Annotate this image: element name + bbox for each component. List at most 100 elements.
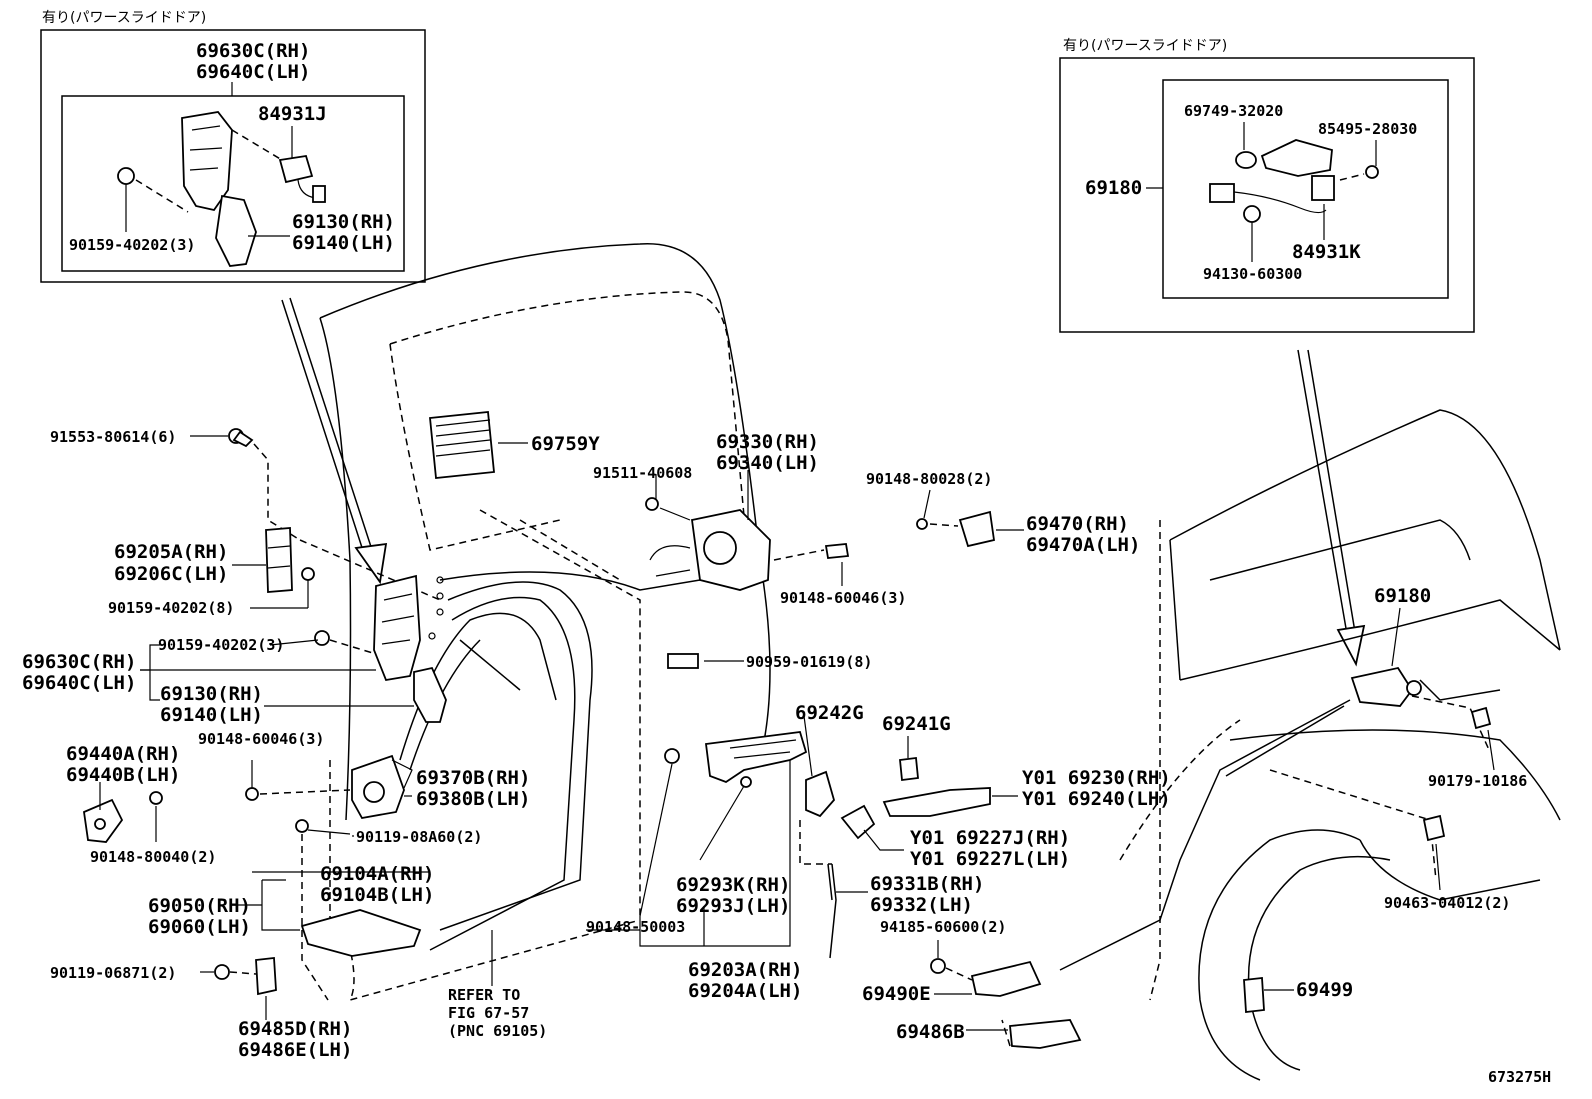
- label-69440a-rh: 69440A(RH): [66, 743, 180, 765]
- left-inset-screw-label: 90159-40202(3): [69, 236, 195, 254]
- label-69490e: 69490E: [862, 983, 931, 1005]
- label-69630c-lh: 69640C(LH): [22, 672, 136, 694]
- label-90119-08a60: 90119-08A60(2): [356, 828, 482, 846]
- label-90119-06871: 90119-06871(2): [50, 964, 176, 982]
- label-69130-lh: 69140(LH): [160, 704, 263, 726]
- left-inset-bracket-lh: 69140(LH): [292, 232, 395, 254]
- label-69330-rh: 69330(RH): [716, 431, 819, 453]
- part-69227j: [840, 804, 876, 840]
- label-69331b-rh: 69331B(RH): [870, 873, 984, 895]
- label-69104a-lh: 69104B(LH): [320, 884, 434, 906]
- inset-switch-bracket: [1260, 139, 1333, 177]
- label-90148-80028: 90148-80028(2): [866, 470, 992, 488]
- label-69180-main: 69180: [1374, 585, 1431, 607]
- label-90148-50003: 90148-50003: [586, 918, 685, 936]
- figure-id: 673275H: [1488, 1068, 1551, 1086]
- label-69630c-rh: 69630C(RH): [22, 651, 136, 673]
- left-inset-outer-frame: [40, 29, 426, 283]
- label-69440a-lh: 69440B(LH): [66, 764, 180, 786]
- right-inset: 有り(パワースライドドア) 69180 69749-32020 85495-28…: [1059, 38, 1475, 333]
- label-69203a-rh: 69203A(RH): [688, 959, 802, 981]
- part-69485d: [255, 957, 277, 996]
- vehicle-rear-outline: [1119, 409, 1561, 1081]
- label-69104a-rh: 69104A(RH): [320, 863, 434, 885]
- part-69759y: [429, 411, 495, 479]
- label-90148-60046-left: 90148-60046(3): [198, 730, 324, 748]
- label-69470-lh: 69470A(LH): [1026, 534, 1140, 556]
- label-69759y: 69759Y: [531, 433, 600, 455]
- label-90148-60046-main: 90148-60046(3): [780, 589, 906, 607]
- label-69293k-lh: 69293J(LH): [676, 895, 790, 917]
- label-69331b-lh: 69332(LH): [870, 894, 973, 916]
- label-69227j-lh: Y01 69227L(LH): [910, 848, 1070, 870]
- part-69230-handle: [882, 787, 991, 817]
- parts: [83, 411, 1492, 1049]
- left-inset-inner-frame: [61, 95, 405, 272]
- part-69486b-cover: [1009, 1019, 1082, 1049]
- part-69499-clip: [1243, 977, 1265, 1013]
- label-90179: 90179-10186: [1428, 772, 1527, 790]
- sliding-door-outline: [319, 243, 771, 1002]
- label-refer-line3: (PNC 69105): [448, 1022, 547, 1040]
- part-69242g: [805, 770, 835, 818]
- left-inset: 有り(パワースライドドア) 69630C(RH) 69640C(LH) 8493…: [40, 10, 426, 283]
- label-69370b-rh: 69370B(RH): [416, 767, 530, 789]
- left-inset-caption: 有り(パワースライドドア): [42, 10, 206, 26]
- label-69227j-rh: Y01 69227J(RH): [910, 827, 1070, 849]
- label-69499: 69499: [1296, 979, 1353, 1001]
- part-90463-clip: [1422, 814, 1446, 842]
- label-69242g: 69242G: [795, 702, 864, 724]
- label-94185: 94185-60600(2): [880, 918, 1006, 936]
- right-inset-screw-label: 85495-28030: [1318, 120, 1417, 138]
- label-69293k-rh: 69293K(RH): [676, 874, 790, 896]
- label-69050-rh: 69050(RH): [148, 895, 251, 917]
- label-refer-line2: FIG 67-57: [448, 1004, 529, 1022]
- part-69203a-frame: [704, 731, 808, 784]
- right-arrow-head: [1336, 624, 1366, 667]
- right-inset-inner-frame: [1162, 79, 1449, 299]
- callout-labels: 91553-80614(6) 69759Y 69330(RH) 69340(LH…: [22, 428, 1551, 1086]
- left-arrow-shaft: [281, 297, 375, 561]
- right-arrow-shaft: [1297, 349, 1357, 641]
- left-inset-bracket-rh: 69130(RH): [292, 211, 395, 233]
- part-90959-clamp: [667, 653, 699, 669]
- part-69470-striker: [958, 510, 996, 548]
- leader-lines: [140, 435, 1495, 1031]
- label-90159-3: 90159-40202(3): [158, 636, 284, 654]
- part-69205a-hinge: [265, 527, 293, 593]
- left-arrow-head: [354, 542, 388, 585]
- label-69050-lh: 69060(LH): [148, 916, 251, 938]
- label-69205a-lh: 69206C(LH): [114, 563, 228, 585]
- label-69485d-rh: 69485D(RH): [238, 1018, 352, 1040]
- label-69230-lh: Y01 69240(LH): [1022, 788, 1171, 810]
- label-90159-8: 90159-40202(8): [108, 599, 234, 617]
- right-inset-switch-label: 84931K: [1292, 241, 1361, 263]
- part-69490e: [970, 960, 1042, 997]
- label-69230-rh: Y01 69230(RH): [1022, 767, 1171, 789]
- label-69330-lh: 69340(LH): [716, 452, 819, 474]
- label-91511: 91511-40608: [593, 464, 692, 482]
- label-90959: 90959-01619(8): [746, 653, 872, 671]
- right-inset-assy-label: 69180: [1085, 177, 1142, 199]
- part-69630c-latch: [373, 574, 421, 682]
- right-inset-outer-frame: [1059, 57, 1475, 333]
- label-69205a-rh: 69205A(RH): [114, 541, 228, 563]
- left-inset-sub-assy-rh: 69630C(RH): [196, 40, 310, 62]
- right-inset-grommet-label: 94130-60300: [1203, 265, 1302, 283]
- label-refer-line1: REFER TO: [448, 986, 520, 1004]
- label-90148-80040: 90148-80040(2): [90, 848, 216, 866]
- latch-plate-part: [181, 111, 233, 212]
- label-69470-rh: 69470(RH): [1026, 513, 1129, 535]
- label-91553: 91553-80614(6): [50, 428, 176, 446]
- part-69130-bracket: [413, 666, 447, 723]
- left-inset-sub-assy-lh: 69640C(LH): [196, 61, 310, 83]
- inset-switch-part: [278, 154, 314, 184]
- part-69180-actuator: [1350, 666, 1414, 707]
- label-69130-rh: 69130(RH): [160, 683, 263, 705]
- part-90179-clip: [1470, 706, 1492, 730]
- label-69203a-lh: 69204A(LH): [688, 980, 802, 1002]
- label-69370b-lh: 69380B(LH): [416, 788, 530, 810]
- latch-bracket-part: [215, 194, 257, 267]
- direction-arrows: [281, 297, 1366, 667]
